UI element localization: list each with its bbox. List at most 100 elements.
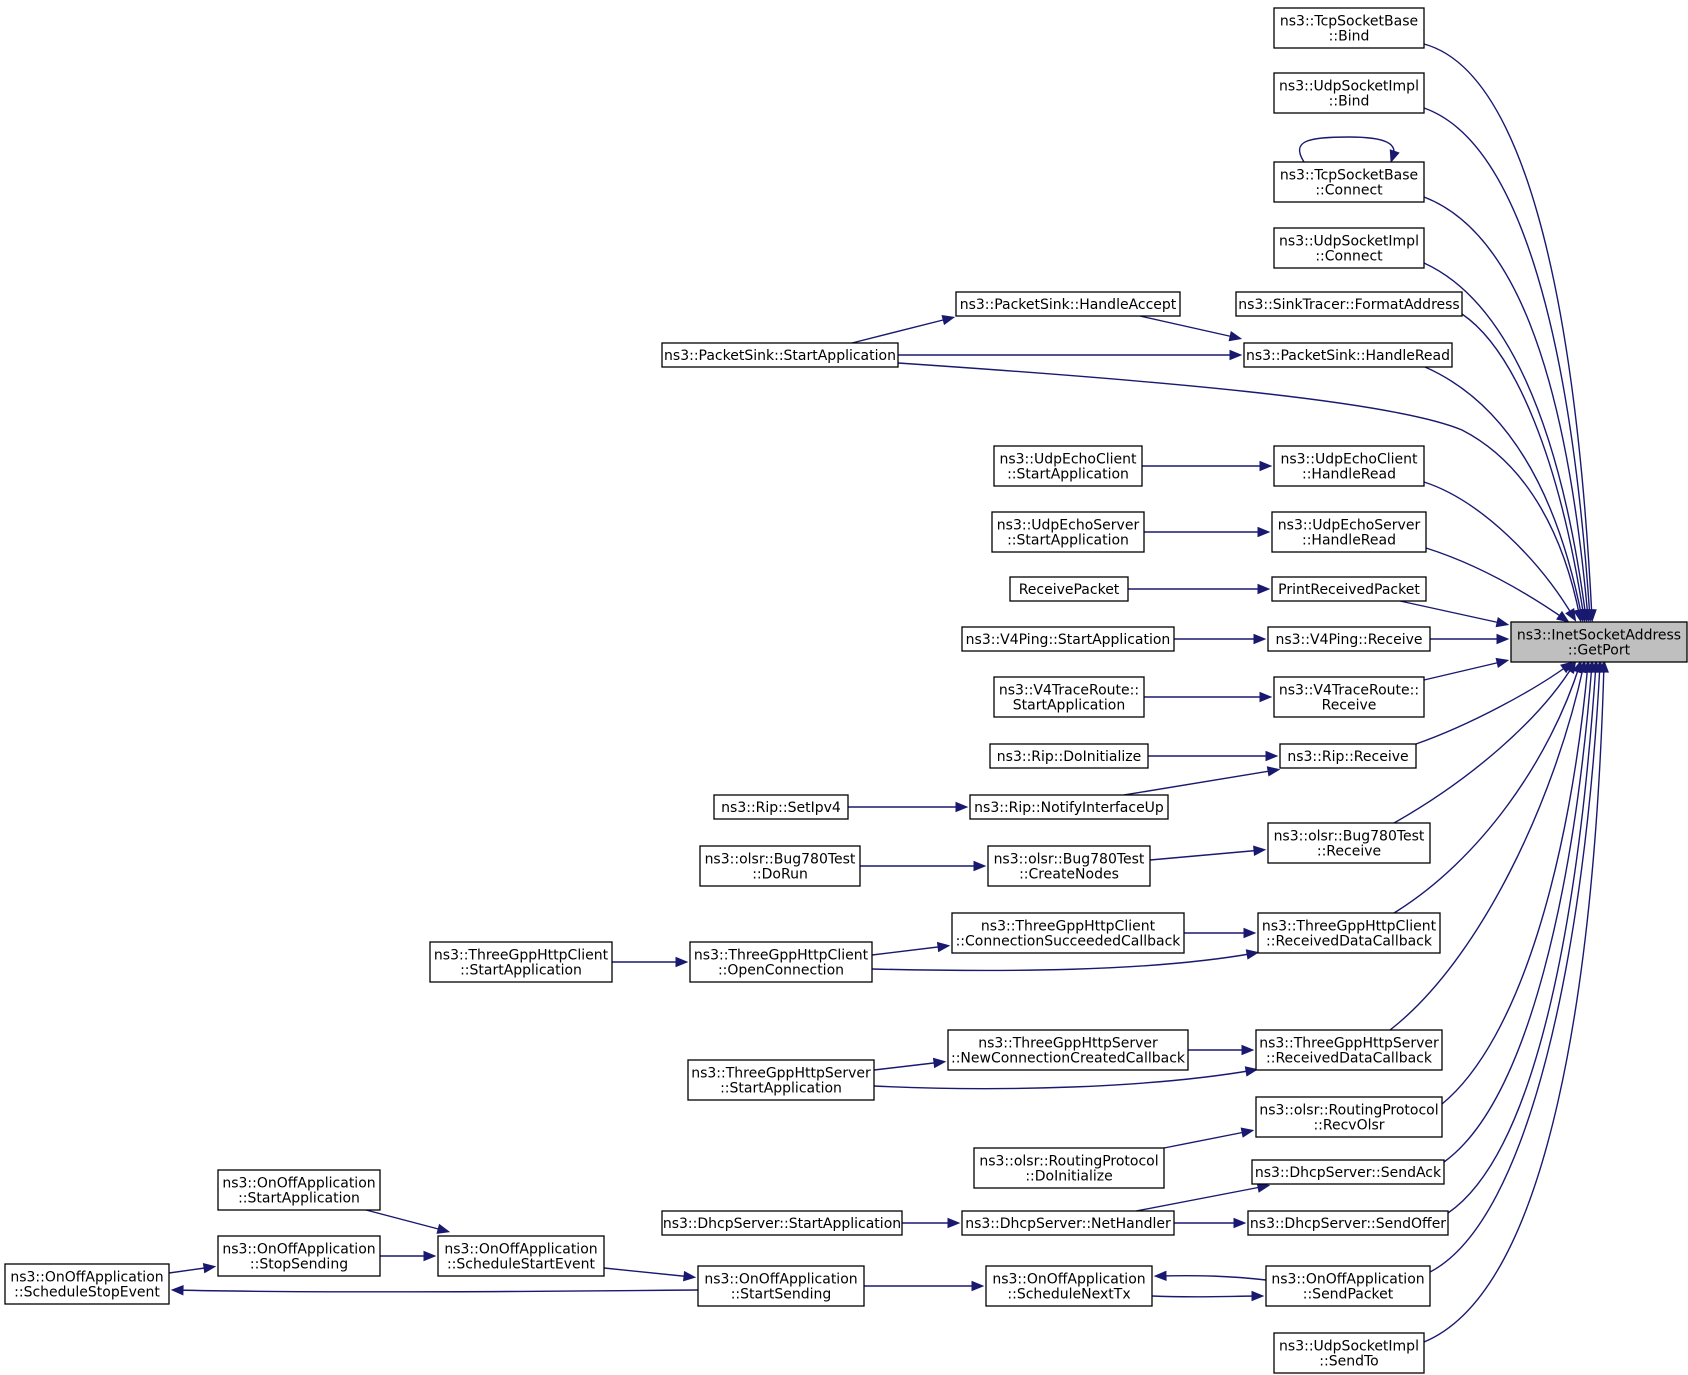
node-box xyxy=(217,1169,381,1211)
node-hcopen[interactable]: ns3::ThreeGppHttpClient::OpenConnection xyxy=(689,941,873,983)
node-label: ::CreateNodes xyxy=(1019,867,1119,883)
node-udpsendto[interactable]: ns3::UdpSocketImpl::SendTo xyxy=(1273,1332,1425,1374)
node-oostartapp[interactable]: ns3::OnOffApplication::StartApplication xyxy=(217,1169,381,1211)
edge-line xyxy=(1447,663,1597,1214)
node-ripinit[interactable]: ns3::Rip::DoInitialize xyxy=(989,743,1149,769)
node-box xyxy=(1271,511,1427,553)
node-box xyxy=(1265,1265,1431,1307)
node-getport[interactable]: ns3::InetSocketAddress::GetPort xyxy=(1510,621,1688,663)
node-uesstart[interactable]: ns3::UdpEchoServer::StartApplication xyxy=(991,511,1145,553)
node-label: ns3::UdpSocketImpl xyxy=(1279,234,1419,250)
node-bugcreate[interactable]: ns3::olsr::Bug780Test::CreateNodes xyxy=(987,845,1151,887)
edge-udpconnect-to-getport xyxy=(1423,262,1591,623)
node-riprecv[interactable]: ns3::Rip::Receive xyxy=(1279,743,1417,769)
node-pshandleread[interactable]: ns3::PacketSink::HandleRead xyxy=(1243,342,1453,368)
node-pshandleaccept[interactable]: ns3::PacketSink::HandleAccept xyxy=(955,291,1181,317)
node-label: ns3::olsr::Bug780Test xyxy=(994,852,1145,868)
node-receivepacket[interactable]: ReceivePacket xyxy=(1009,576,1129,602)
node-label: ::RecvOlsr xyxy=(1313,1118,1384,1134)
node-hsstart[interactable]: ns3::ThreeGppHttpServer::StartApplicatio… xyxy=(687,1059,875,1101)
node-olsrinit[interactable]: ns3::olsr::RoutingProtocol::DoInitialize xyxy=(973,1147,1165,1189)
node-dhcpstart[interactable]: ns3::DhcpServer::StartApplication xyxy=(661,1210,903,1236)
edge-arrowhead xyxy=(675,956,689,968)
edge-receivepacket-to-printreceived xyxy=(1128,583,1271,595)
node-v4trstart[interactable]: ns3::V4TraceRoute::StartApplication xyxy=(993,676,1145,718)
node-label: ns3::UdpEchoClient xyxy=(1280,452,1418,468)
node-label: ::HandleRead xyxy=(1302,533,1396,549)
node-tcpbind[interactable]: ns3::TcpSocketBase::Bind xyxy=(1273,7,1425,49)
node-hsnewconn[interactable]: ns3::ThreeGppHttpServer::NewConnectionCr… xyxy=(947,1029,1189,1071)
edge-tcpconnect-to-tcpconnect xyxy=(1298,136,1400,164)
node-ueshandle[interactable]: ns3::UdpEchoServer::HandleRead xyxy=(1271,511,1427,553)
edge-hcstart-to-hcopen xyxy=(612,956,689,968)
node-ripsetipv4[interactable]: ns3::Rip::SetIpv4 xyxy=(713,794,849,820)
node-printreceived[interactable]: PrintReceivedPacket xyxy=(1271,576,1427,602)
edge-bugdorun-to-bugcreate xyxy=(860,860,987,872)
node-label: ns3::olsr::RoutingProtocol xyxy=(1259,1103,1438,1119)
node-ooschedstop[interactable]: ns3::OnOffApplication::ScheduleStopEvent xyxy=(4,1263,170,1305)
edge-arrowhead xyxy=(1241,1044,1255,1056)
node-label: StartApplication xyxy=(1013,698,1125,714)
node-hcstart[interactable]: ns3::ThreeGppHttpClient::StartApplicatio… xyxy=(429,941,613,983)
node-box xyxy=(947,1029,1189,1071)
node-v4pingrecv[interactable]: ns3::V4Ping::Receive xyxy=(1267,626,1431,652)
node-v4trrecv[interactable]: ns3::V4TraceRoute::Receive xyxy=(1273,676,1425,718)
node-oostartsend[interactable]: ns3::OnOffApplication::StartSending xyxy=(697,1265,865,1307)
node-dhcpnet[interactable]: ns3::DhcpServer::NetHandler xyxy=(961,1210,1175,1236)
node-label: ::Bind xyxy=(1329,94,1370,110)
node-uecstart[interactable]: ns3::UdpEchoClient::StartApplication xyxy=(993,445,1143,487)
edge-line xyxy=(365,1209,447,1232)
edge-arrowhead xyxy=(1243,927,1257,939)
node-dhcpoffer[interactable]: ns3::DhcpServer::SendOffer xyxy=(1247,1210,1449,1236)
edge-uecstart-to-uechandle xyxy=(1142,460,1273,472)
node-dhcpack[interactable]: ns3::DhcpServer::SendAck xyxy=(1251,1159,1445,1185)
edge-line xyxy=(873,1069,1255,1090)
node-label: ns3::PacketSink::HandleAccept xyxy=(960,297,1177,313)
node-psstartapp[interactable]: ns3::PacketSink::StartApplication xyxy=(661,342,899,368)
node-label: ::StartApplication xyxy=(460,963,582,979)
node-label: ns3::TcpSocketBase xyxy=(1280,168,1418,184)
node-uechandle[interactable]: ns3::UdpEchoClient::HandleRead xyxy=(1273,445,1425,487)
node-udpconnect[interactable]: ns3::UdpSocketImpl::Connect xyxy=(1273,227,1425,269)
node-hsrecvdata[interactable]: ns3::ThreeGppHttpServer::ReceivedDataCal… xyxy=(1255,1029,1443,1071)
edge-line xyxy=(1423,660,1506,681)
edge-line xyxy=(1399,600,1506,625)
edge-ooschedstart-to-oostartsend xyxy=(603,1267,697,1282)
node-sinkformat[interactable]: ns3::SinkTracer::FormatAddress xyxy=(1235,291,1463,317)
node-hcrecvdata[interactable]: ns3::ThreeGppHttpClient::ReceivedDataCal… xyxy=(1257,912,1441,954)
edge-uechandle-to-getport xyxy=(1423,481,1577,622)
edge-olsrinit-to-olsrrecv xyxy=(1163,1127,1255,1149)
node-oosendpkt[interactable]: ns3::OnOffApplication::SendPacket xyxy=(1265,1265,1431,1307)
node-label: ns3::UdpEchoServer xyxy=(997,518,1140,534)
edge-line xyxy=(1443,663,1593,1163)
node-label: ::StartSending xyxy=(731,1287,832,1303)
node-label: ns3::OnOffApplication xyxy=(222,1176,375,1192)
node-box xyxy=(993,445,1143,487)
node-box xyxy=(1510,621,1688,663)
node-oostopsend[interactable]: ns3::OnOffApplication::StopSending xyxy=(217,1235,381,1277)
edge-line xyxy=(1423,43,1593,619)
node-bugrecv[interactable]: ns3::olsr::Bug780Test::Receive xyxy=(1267,822,1431,864)
node-hcconnsucc[interactable]: ns3::ThreeGppHttpClient::ConnectionSucce… xyxy=(951,912,1185,954)
node-bugdorun[interactable]: ns3::olsr::Bug780Test::DoRun xyxy=(699,845,861,887)
node-label: ns3::olsr::Bug780Test xyxy=(705,852,856,868)
node-tcpconnect[interactable]: ns3::TcpSocketBase::Connect xyxy=(1273,161,1425,203)
edge-line xyxy=(1139,315,1239,339)
node-ripnotify[interactable]: ns3::Rip::NotifyInterfaceUp xyxy=(969,794,1169,820)
edge-arrowhead xyxy=(1259,460,1273,472)
edge-arrowhead xyxy=(1556,610,1570,623)
node-label: ns3::ThreeGppHttpServer xyxy=(691,1066,871,1082)
node-udpbind[interactable]: ns3::UdpSocketImpl::Bind xyxy=(1273,72,1425,114)
node-box xyxy=(1279,743,1417,769)
node-box xyxy=(993,676,1145,718)
node-label: ns3::UdpEchoClient xyxy=(999,452,1137,468)
node-olsrrecv[interactable]: ns3::olsr::RoutingProtocol::RecvOlsr xyxy=(1255,1096,1443,1138)
node-v4pingstart[interactable]: ns3::V4Ping::StartApplication xyxy=(961,626,1175,652)
node-ooschedstart[interactable]: ns3::OnOffApplication::ScheduleStartEven… xyxy=(437,1235,605,1277)
node-ooschednext[interactable]: ns3::OnOffApplication::ScheduleNextTx xyxy=(985,1265,1153,1307)
node-label: PrintReceivedPacket xyxy=(1278,582,1420,598)
edge-ripnotify-to-riprecv xyxy=(1123,766,1281,796)
node-box xyxy=(987,845,1151,887)
node-label: ::ConnectionSucceededCallback xyxy=(956,934,1182,950)
